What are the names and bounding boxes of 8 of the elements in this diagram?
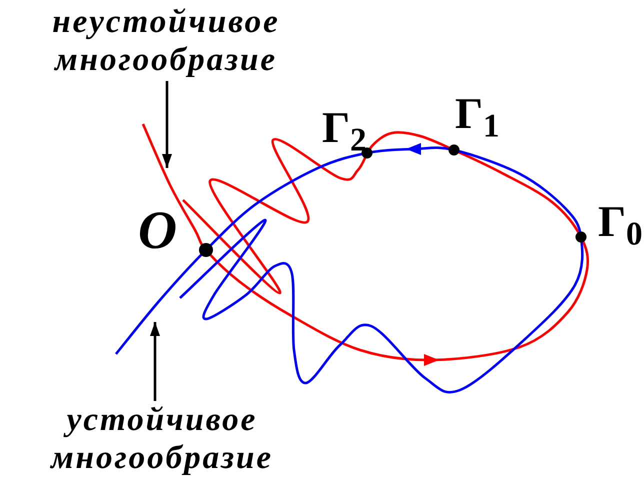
point-label: O xyxy=(138,203,177,257)
point-label: Γ$_{2}$ xyxy=(322,106,366,158)
point-label: Γ$_{0}$ xyxy=(598,200,642,252)
leader-line xyxy=(150,322,160,401)
point-label: Γ$_{1}$ xyxy=(455,92,500,144)
leader-line xyxy=(162,81,172,168)
manifold-caption: устойчивое многообразие xyxy=(2,402,322,478)
manifold-caption: неустойчивое многообразие xyxy=(6,4,326,80)
